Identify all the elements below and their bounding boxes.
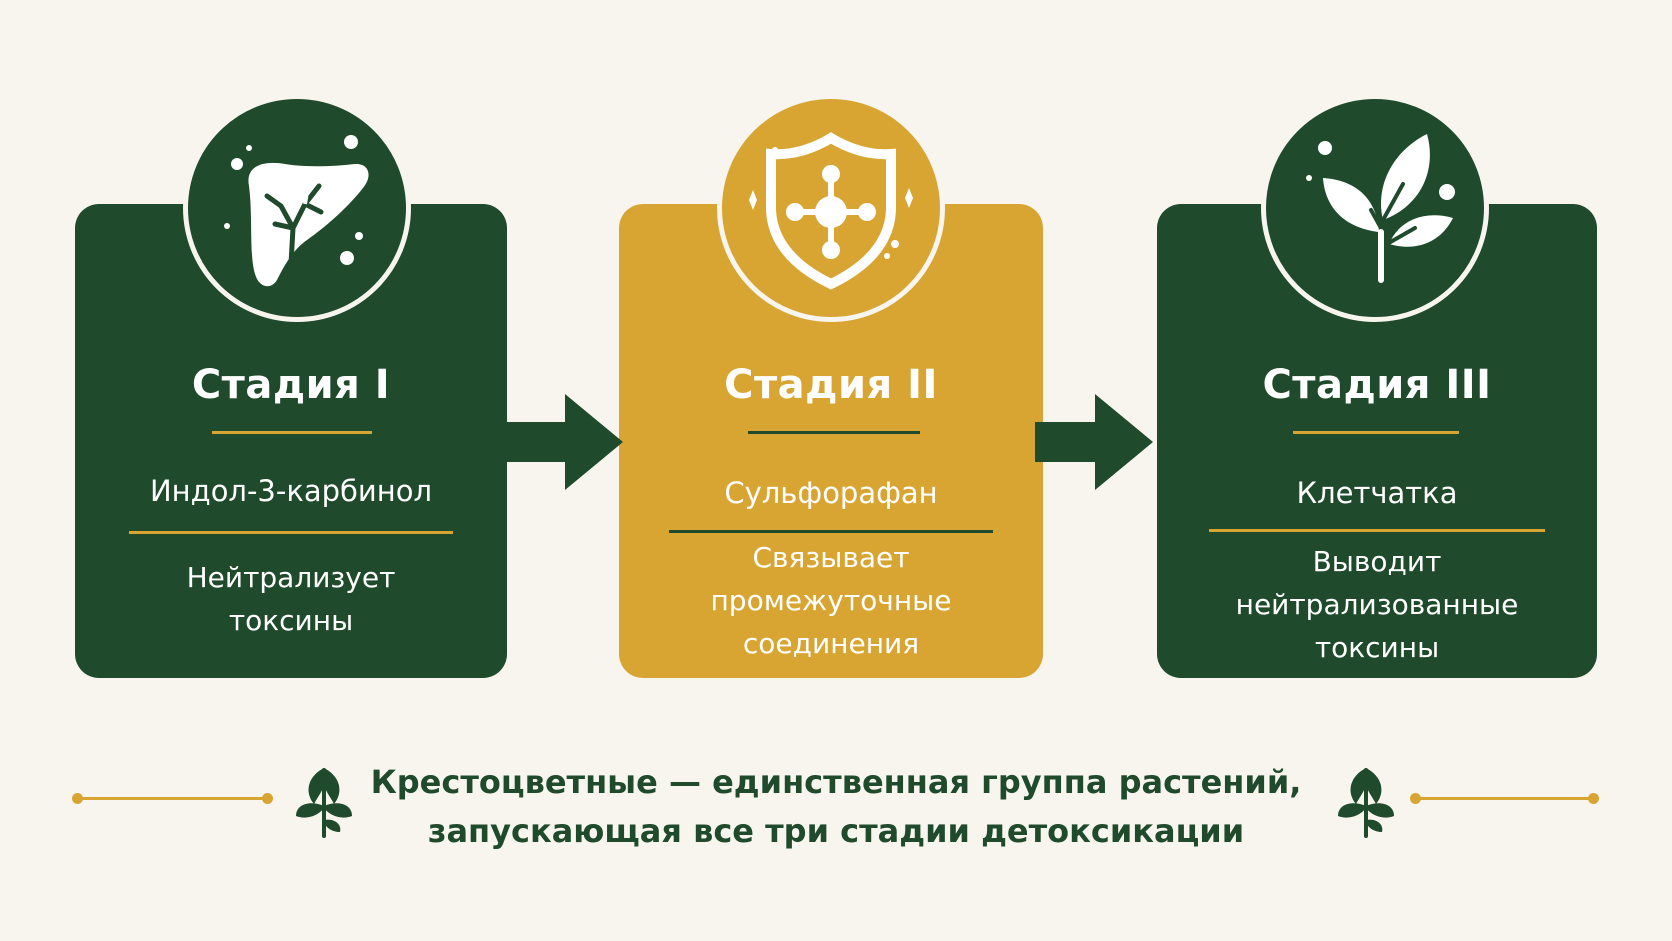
divider (1293, 431, 1459, 434)
footer-dot (1588, 793, 1599, 804)
shield-molecule-icon (749, 132, 913, 290)
stage-title: Стадия II (724, 362, 938, 408)
footer-dot (72, 793, 83, 804)
footer-dot (1410, 793, 1421, 804)
stage-1-badge (183, 94, 411, 322)
leaf-icon (1338, 768, 1394, 838)
leaf-sprout-icon (1306, 134, 1455, 283)
liver-icon (224, 135, 369, 287)
effect-line: соединения (742, 627, 920, 660)
effect-line: Выводит (1312, 545, 1442, 578)
leaf-icon (296, 768, 352, 838)
effect-line: токсины (1314, 631, 1440, 664)
effect-line: Нейтрализует (186, 561, 396, 594)
stage-2-badge (717, 94, 945, 322)
footer-line (78, 797, 268, 800)
divider (748, 431, 920, 434)
stage-title: Стадия I (191, 362, 391, 408)
divider (212, 431, 372, 434)
arrow-right-icon (505, 394, 623, 490)
stage-title: Стадия III (1262, 362, 1492, 408)
effect-text: Связывает промежуточные соединения (639, 536, 1023, 665)
arrow-right-icon (1035, 394, 1153, 490)
effect-line: нейтрализованные (1235, 588, 1519, 621)
effect-line: промежуточные (710, 584, 952, 617)
footer-line (1416, 797, 1594, 800)
footer-line-1: Крестоцветные — единственная группа раст… (370, 763, 1302, 801)
divider (129, 531, 453, 534)
footer-text: Крестоцветные — единственная группа раст… (360, 758, 1312, 856)
divider (1209, 529, 1545, 532)
compound-name: Индол-3-карбинол (149, 474, 433, 508)
effect-line: Связывает (752, 541, 910, 574)
effect-text: Выводит нейтрализованные токсины (1177, 540, 1577, 669)
compound-name: Клетчатка (1296, 476, 1458, 510)
effect-line: токсины (228, 604, 354, 637)
effect-text: Нейтрализует токсины (95, 556, 487, 642)
footer-line-2: запускающая все три стадии детоксикации (427, 812, 1245, 850)
divider (669, 530, 993, 533)
footer-dot (262, 793, 273, 804)
compound-name: Сульфорафан (724, 476, 938, 510)
stage-3-badge (1261, 94, 1489, 322)
